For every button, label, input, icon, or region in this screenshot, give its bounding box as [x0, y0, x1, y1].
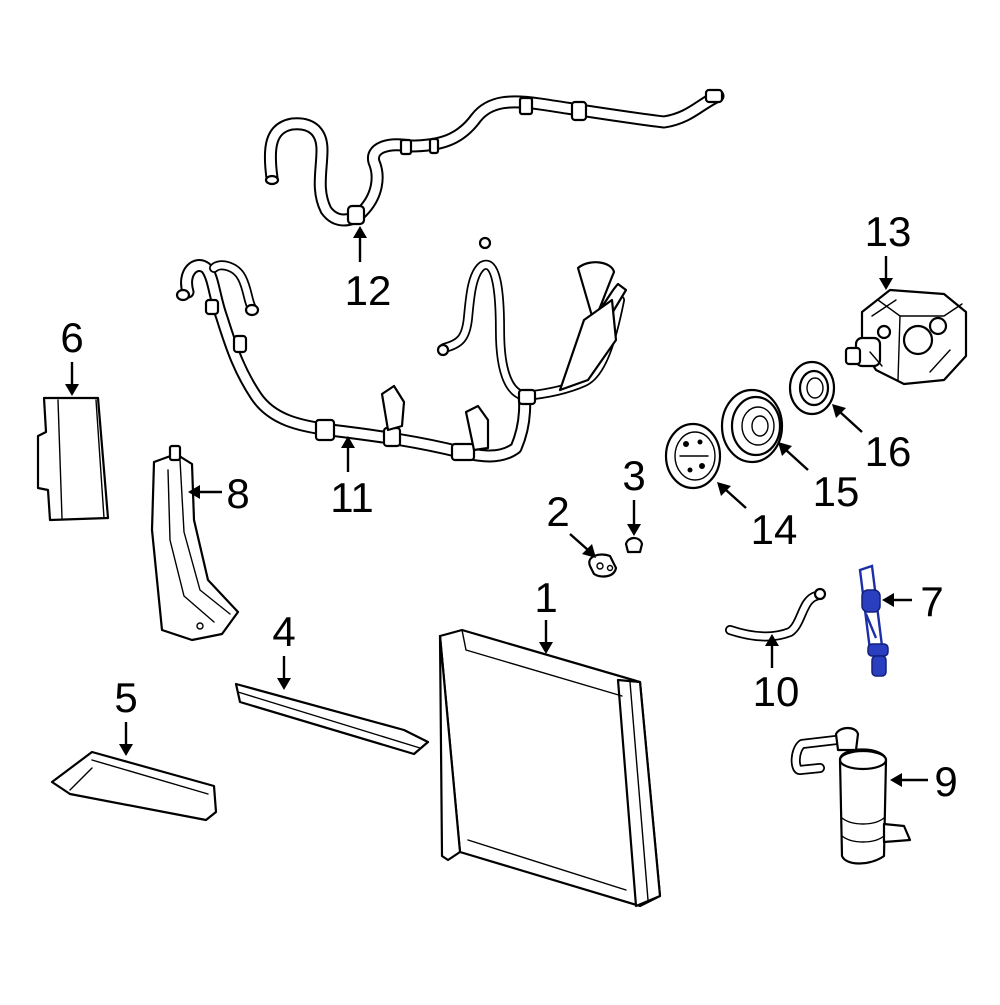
callout-9-label: 9	[934, 758, 957, 805]
callout-3-label: 3	[622, 452, 645, 499]
callout-5-label: 5	[114, 674, 137, 721]
callout-6: 6	[60, 314, 84, 396]
callout-3: 3	[622, 452, 646, 536]
callout-10-label: 10	[753, 668, 800, 715]
part-9-accumulator[interactable]	[790, 726, 912, 865]
callout-13: 13	[865, 208, 912, 290]
callout-9: 9	[890, 758, 958, 805]
part-10-tube[interactable]	[725, 587, 827, 642]
callout-7-label: 7	[920, 578, 943, 625]
part-6-shield[interactable]	[36, 396, 110, 522]
callout-14-label: 14	[751, 506, 798, 553]
part-16-coil[interactable]	[788, 360, 836, 416]
callout-4: 4	[272, 608, 296, 690]
callout-16-label: 16	[865, 428, 912, 475]
callout-12-label: 12	[345, 267, 392, 314]
part-12-hose-assembly[interactable]	[263, 88, 725, 227]
callout-7: 7	[882, 578, 944, 625]
part-5-lower-shield[interactable]	[50, 750, 218, 822]
callout-13-label: 13	[865, 208, 912, 255]
callout-11-label: 11	[330, 474, 374, 521]
callout-1: 1	[534, 574, 558, 654]
callout-5: 5	[114, 674, 138, 756]
callout-15-label: 15	[813, 468, 860, 515]
callout-2-label: 2	[546, 488, 569, 535]
part-15-pulley[interactable]	[720, 388, 784, 464]
callout-16: 16	[832, 404, 911, 475]
part-8-bracket[interactable]	[150, 444, 240, 642]
part-13-compressor[interactable]	[844, 288, 968, 386]
part-7-orifice-tube[interactable]	[858, 564, 889, 677]
callout-14: 14	[717, 482, 797, 553]
callout-10: 10	[753, 634, 800, 715]
part-4-seal-strip[interactable]	[234, 682, 430, 756]
part-11-hose-assembly[interactable]	[175, 236, 628, 463]
callout-12: 12	[345, 226, 392, 314]
callout-11: 11	[330, 436, 374, 521]
callout-4-label: 4	[272, 608, 295, 655]
part-14-clutch-hub[interactable]	[664, 422, 722, 490]
callout-8: 8	[188, 470, 250, 517]
callout-15: 15	[778, 442, 859, 515]
part-1-condenser[interactable]	[438, 628, 662, 908]
callout-1-label: 1	[534, 574, 557, 621]
callout-2: 2	[546, 488, 596, 558]
part-3-cap[interactable]	[624, 536, 644, 554]
callout-6-label: 6	[60, 314, 83, 361]
callout-8-label: 8	[226, 470, 249, 517]
part-2-seal[interactable]	[588, 553, 618, 578]
